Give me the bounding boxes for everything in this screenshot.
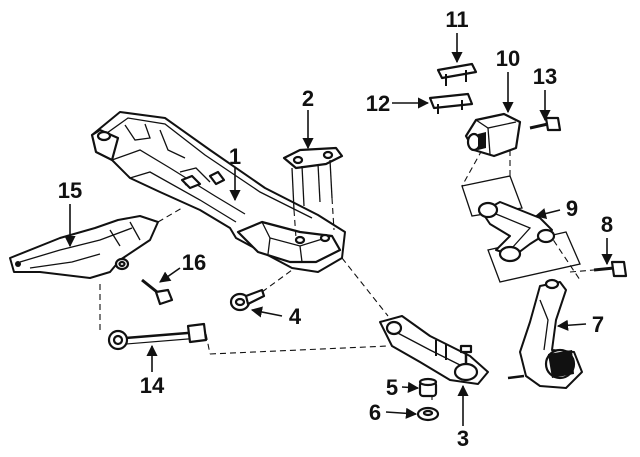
callout-4: 4 — [289, 304, 302, 329]
callout-2: 2 — [302, 86, 314, 111]
washer-6 — [416, 406, 440, 422]
callout-11: 11 — [445, 7, 468, 32]
callout-6: 6 — [369, 400, 381, 425]
stabilizer-link — [107, 322, 211, 355]
leader-lines — [64, 33, 613, 426]
mount-bushing — [229, 269, 293, 312]
callout-3: 3 — [457, 426, 469, 451]
callout-10: 10 — [496, 46, 520, 71]
bolt-16 — [141, 278, 174, 306]
crossmember — [90, 111, 346, 273]
callout-1: 1 — [229, 144, 241, 169]
callout-5: 5 — [386, 375, 398, 400]
callout-14: 14 — [140, 373, 165, 398]
callout-8: 8 — [601, 212, 613, 237]
callout-7: 7 — [592, 312, 604, 337]
callout-12: 12 — [366, 91, 390, 116]
callout-16: 16 — [182, 250, 206, 275]
callout-9: 9 — [566, 196, 578, 221]
left-support-bracket — [9, 207, 183, 330]
lower-control-arm — [209, 257, 489, 400]
callout-labels: 1 2 3 4 5 6 7 8 9 10 11 12 13 14 15 16 — [58, 7, 613, 451]
right-assembly — [428, 62, 628, 389]
upper-mount-bracket — [282, 146, 344, 239]
callout-13: 13 — [533, 64, 557, 89]
bushing-5 — [418, 377, 438, 398]
callout-15: 15 — [58, 178, 82, 203]
